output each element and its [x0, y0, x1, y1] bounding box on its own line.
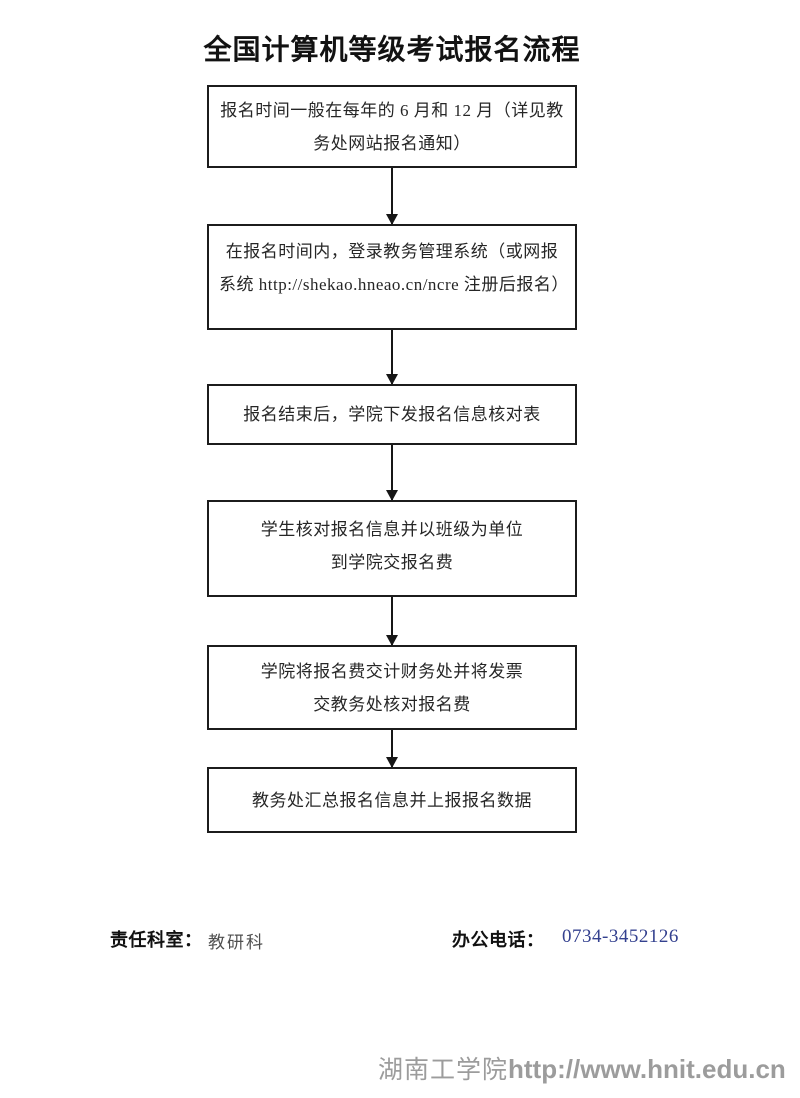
down-arrow-4: [386, 597, 398, 646]
flow-step-4: 学生核对报名信息并以班级为单位 到学院交报名费: [207, 500, 577, 597]
flow-step-5-text: 学院将报名费交计财务处并将发票 交教务处核对报名费: [260, 661, 524, 714]
down-arrow-1: [386, 168, 398, 225]
phone-number: 0734-3452126: [562, 926, 679, 947]
flow-step-6-text: 教务处汇总报名信息并上报报名数据: [252, 790, 532, 810]
watermark-site-name: 湖南工学院: [378, 1057, 509, 1084]
flow-step-6: 教务处汇总报名信息并上报报名数据: [207, 767, 577, 833]
down-arrow-3: [386, 445, 398, 501]
page-title: 全国计算机等级考试报名流程: [203, 34, 581, 65]
flow-step-2-text: 在报名时间内，登录教务管理系统（或网报 系统 http://shekao.hne…: [219, 242, 569, 294]
flow-step-1-text: 报名时间一般在每年的 6 月和 12 月（详见教 务处网站报名通知）: [220, 100, 564, 153]
down-arrow-5: [386, 730, 398, 768]
flow-step-3: 报名结束后，学院下发报名信息核对表: [207, 384, 577, 445]
flow-step-4-text: 学生核对报名信息并以班级为单位 到学院交报名费: [260, 519, 524, 572]
flow-step-3-text: 报名结束后，学院下发报名信息核对表: [243, 405, 541, 424]
flow-step-2: 在报名时间内，登录教务管理系统（或网报 系统 http://shekao.hne…: [207, 224, 577, 330]
phone-label: 办公电话：: [452, 930, 545, 950]
flow-step-1: 报名时间一般在每年的 6 月和 12 月（详见教 务处网站报名通知）: [207, 85, 577, 168]
contact-info-row: 责任科室： 教研科 办公电话： 0734-3452126: [0, 926, 800, 954]
flow-step-5: 学院将报名费交计财务处并将发票 交教务处核对报名费: [207, 645, 577, 730]
department-label: 责任科室：: [110, 930, 203, 950]
down-arrow-2: [386, 330, 398, 385]
watermark-site-url: http://www.hnit.edu.cn: [508, 1054, 786, 1084]
department-value: 教研科: [208, 933, 265, 952]
site-watermark: 湖南工学院 http://www.hnit.edu.cn: [378, 1050, 786, 1086]
